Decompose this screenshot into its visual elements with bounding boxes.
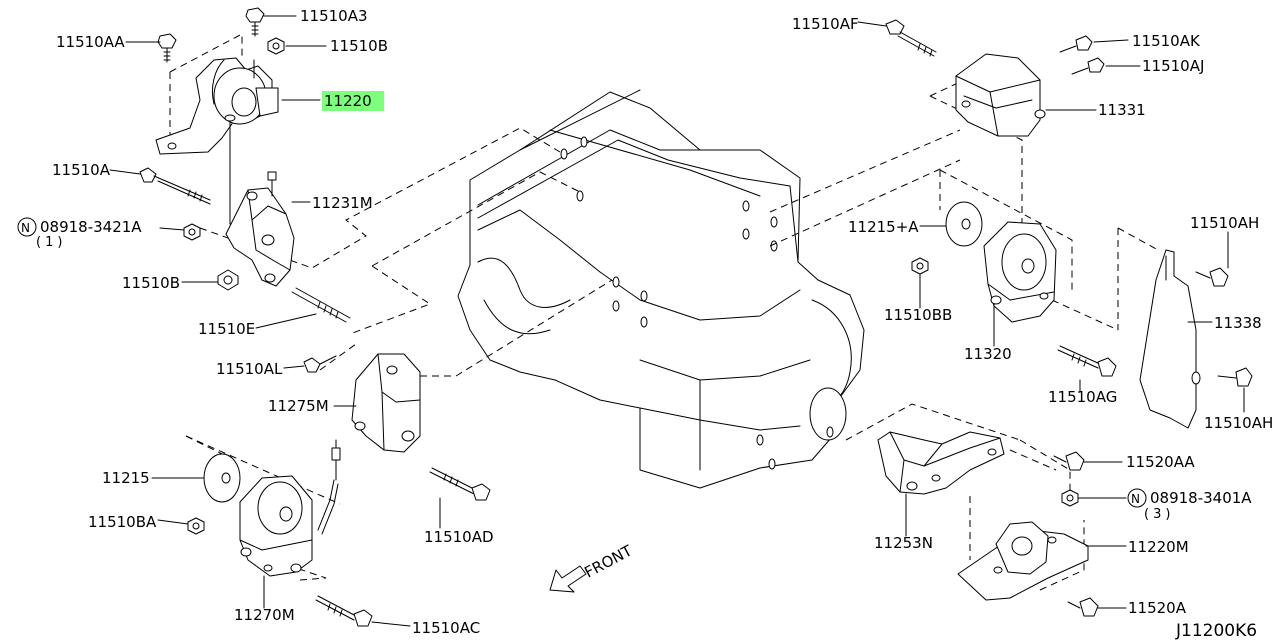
bolt-11510AF [885, 19, 937, 57]
insulator-washer-11215 [203, 453, 241, 503]
bolt-11510AH-top [1195, 267, 1229, 287]
label-11510B[interactable]: 11510B [122, 274, 180, 292]
svg-text:N: N [21, 221, 30, 235]
bolt-11510A3 [245, 7, 265, 37]
highlight-11220 [322, 91, 384, 111]
nut-08918-3401A [1061, 489, 1079, 507]
label-11510B-top[interactable]: 11510B [330, 37, 388, 55]
diagram-code: J11200K6 [1175, 621, 1257, 640]
label-11231M[interactable]: 11231M [312, 194, 373, 212]
label-11331[interactable]: 11331 [1098, 101, 1146, 119]
assembly-guide-lines [169, 33, 1159, 591]
label-11510AK[interactable]: 11510AK [1132, 32, 1201, 50]
label-08918-3421A[interactable]: 08918-3421A [40, 218, 142, 236]
leader-lines [109, 15, 1245, 627]
label-11320[interactable]: 11320 [964, 345, 1012, 363]
label-08918-3401A[interactable]: 08918-3401A [1150, 489, 1252, 507]
svg-text:N: N [1131, 492, 1140, 506]
engine-mount-insulator-11220 [155, 57, 279, 155]
mount-bracket-11275M [351, 353, 421, 453]
label-08918-3421A-qty: (1) [36, 235, 66, 250]
engine-block [457, 89, 865, 489]
label-11510AC[interactable]: 11510AC [412, 619, 480, 637]
label-11270M[interactable]: 11270M [234, 606, 295, 624]
label-11220M[interactable]: 11220M [1128, 538, 1189, 556]
label-11215A[interactable]: 11215+A [848, 218, 919, 236]
bolt-11510AA [157, 33, 177, 63]
label-11510AD[interactable]: 11510AD [424, 528, 494, 546]
nut-code-marker-1: N [17, 217, 37, 237]
nut-08918-3421A [183, 223, 201, 241]
label-11253N[interactable]: 11253N [874, 534, 933, 552]
label-11520AA[interactable]: 11520AA [1126, 453, 1195, 471]
label-11510AH-top[interactable]: 11510AH [1190, 214, 1259, 232]
bolt-11510AG [1057, 345, 1117, 377]
mount-bracket-11231M [225, 139, 295, 287]
nut-11510BA [187, 517, 205, 535]
bolt-11520A [1067, 597, 1099, 617]
heat-shield-11338 [1139, 249, 1201, 429]
label-11510AF[interactable]: 11510AF [792, 15, 859, 33]
label-11510A3[interactable]: 11510A3 [300, 7, 368, 25]
label-11510BA[interactable]: 11510BA [88, 513, 157, 531]
front-direction-arrow [549, 565, 587, 593]
bolt-11510AD [429, 467, 491, 501]
bolt-11510AC [315, 595, 373, 627]
label-11510AA[interactable]: 11510AA [56, 33, 125, 51]
label-11275M[interactable]: 11275M [268, 397, 329, 415]
bolt-11510A [139, 167, 211, 205]
bolt-11510AL [303, 355, 337, 373]
stud-11510E [291, 287, 351, 323]
mount-bracket-11331 [955, 53, 1046, 137]
label-11510E[interactable]: 11510E [198, 320, 255, 338]
nut-11510BB [911, 257, 929, 275]
front-label: FRONT [581, 541, 635, 581]
nut-code-marker-2: N [1127, 488, 1147, 508]
label-11215[interactable]: 11215 [102, 469, 150, 487]
label-11220[interactable]: 11220 [324, 92, 372, 110]
label-11510A[interactable]: 11510A [52, 161, 111, 179]
engine-mount-11270M [239, 439, 341, 577]
label-11520A[interactable]: 11520A [1128, 599, 1187, 617]
label-11510BB[interactable]: 11510BB [884, 306, 952, 324]
insulator-washer-11215A [945, 201, 983, 247]
mount-insulator-11220M [957, 521, 1089, 601]
mount-bracket-11253N [877, 431, 1005, 495]
nut-11510B-top [267, 37, 285, 55]
label-11510AG[interactable]: 11510AG [1048, 388, 1117, 406]
bolt-11510AJ [1071, 57, 1105, 75]
label-11510AL[interactable]: 11510AL [216, 360, 283, 378]
label-11510AJ[interactable]: 11510AJ [1142, 57, 1204, 75]
nut-11510B [217, 269, 239, 291]
label-11510AH-bottom[interactable]: 11510AH [1204, 414, 1273, 432]
bolt-11510AH-bottom [1217, 367, 1253, 387]
bolt-11520AA [1053, 451, 1085, 471]
label-08918-3401A-qty: (3) [1144, 507, 1174, 522]
label-11338[interactable]: 11338 [1214, 314, 1262, 332]
engine-mount-11320 [983, 221, 1057, 323]
bolt-11510AK [1059, 35, 1093, 53]
